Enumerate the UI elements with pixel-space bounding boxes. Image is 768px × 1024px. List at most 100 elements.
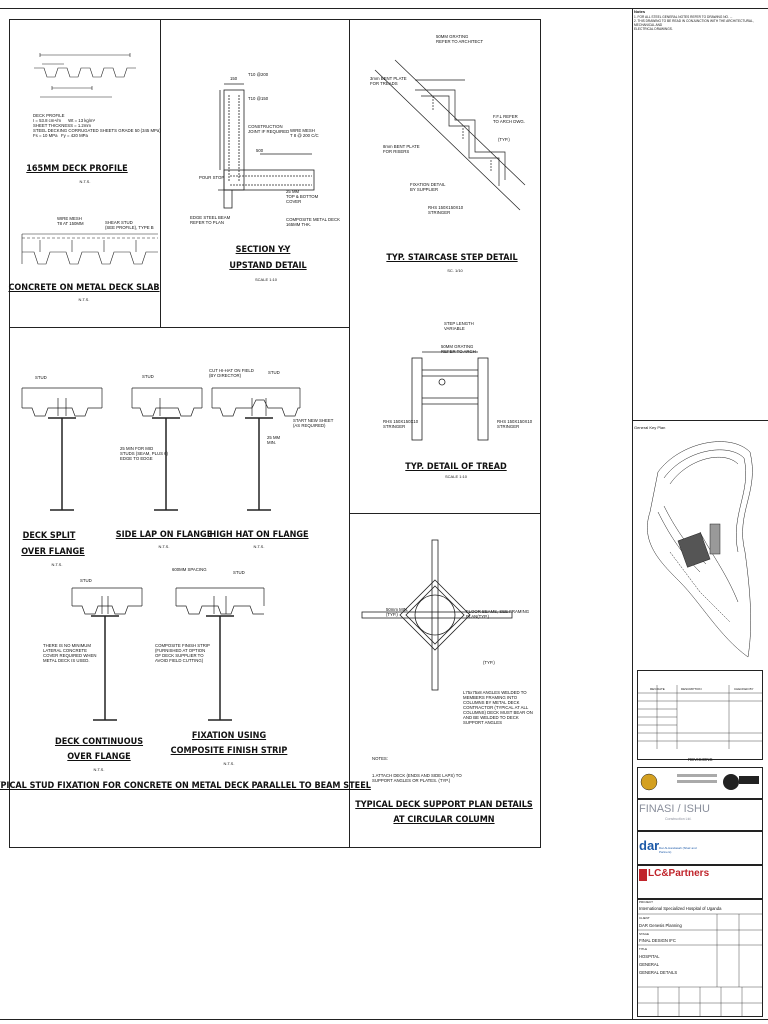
circular-column-drawing <box>361 539 513 691</box>
upstand-edge: EDGE STEEL BEAM REFER TO PLAN <box>190 215 231 225</box>
stage-value: FINAL DESIGN IFC <box>639 938 676 943</box>
side-lap-scale: N.T.S. <box>158 544 170 549</box>
project-name: International Specialized Hospital of Ug… <box>639 906 722 911</box>
logos-row-1 <box>637 767 763 799</box>
stair-rhs: RHS 150X150X10 STRINGER <box>428 205 464 215</box>
support-title-1: TYPICAL DECK SUPPORT PLAN DETAILS <box>355 800 533 810</box>
deck-profile-notes: DECK PROFILE I = 53.8 cm⁴/m Wt = 13 kg/m… <box>33 113 161 138</box>
stair-ffl: F.F.L REFER TO ARCH DWG. <box>493 114 525 124</box>
title-line-2: GENERAL <box>639 962 660 967</box>
notes-head: NOTES: <box>372 756 388 761</box>
tread-drawing <box>411 351 489 441</box>
upstand-500: 500 <box>256 148 264 153</box>
high-hat-title: HIGH HAT ON FLANGE <box>209 530 309 540</box>
deck-profile-scale: N.T.S. <box>79 179 91 184</box>
stud-label-5: STUD <box>233 570 245 575</box>
angles-label: L75x75x8 ANGLES WELDED TO MEMBERS FRAMIN… <box>463 690 533 725</box>
dar-box <box>637 831 763 865</box>
mid-studs-label: 25 MIN FOR MID STUDS (SEAM, PLUS 6) EDGE… <box>120 446 168 461</box>
staircase-scale: SC. 1/10 <box>447 268 463 273</box>
upstand-construction: CONSTRUCTION JOINT IF REQUIRED <box>248 124 290 134</box>
top-divider <box>9 327 350 328</box>
stair-fix: FIXATION DETAIL BY SUPPLIER <box>410 182 446 192</box>
start-new-label: START NEW SHEET (AS REQUIRED) <box>293 418 334 428</box>
project-block-grid <box>637 913 763 1017</box>
client-label: CLIENT <box>639 916 650 920</box>
deck-split-title-1: DECK SPLIT <box>22 531 76 541</box>
finasi-sub: Construction Ltd. <box>665 817 692 821</box>
stair-bent1: 3mm BENT PLATE FOR TREADS <box>370 76 407 86</box>
dar-sub: Dar Al-Handasah (Shair and Partners) <box>659 846 697 854</box>
upstand-150: 150 <box>230 76 238 81</box>
finasi-logo: FINASI / ISHU <box>639 803 710 815</box>
angle-typ-label: (TYP.) <box>483 660 495 665</box>
lc-logo: LC&Partners <box>648 868 710 879</box>
stair-grating: 50MM GRATING REFER TO ARCHITECT <box>436 34 484 44</box>
rev-header-3: CHECKED BY <box>734 687 754 691</box>
top-left-panel <box>9 19 161 328</box>
upstand-title: UPSTAND DETAIL <box>229 261 307 271</box>
support-title-2: AT CIRCULAR COLUMN <box>393 815 495 825</box>
spacing-label: 600MM SPACING <box>172 567 207 572</box>
right-divider <box>349 513 541 514</box>
deck-cont-scale: N.T.S. <box>93 767 105 772</box>
concrete-slab-scale: N.T.S. <box>78 297 90 302</box>
upstand-wire: WIRE MESH T 8 @ 200 C/C <box>290 128 319 138</box>
concrete-slab-title: CONCRETE ON METAL DECK SLAB <box>8 283 160 293</box>
title-label: TITLE <box>639 947 648 951</box>
side-lap-title: SIDE LAP ON FLANGE <box>115 530 213 540</box>
fixation-scale: N.T.S. <box>223 761 235 766</box>
staircase-drawing <box>374 59 526 211</box>
tread-rhs2: RHS 150X150X10 STRINGER <box>497 419 533 429</box>
upstand-t10a: T10 @200 <box>248 72 269 77</box>
stair-typ: (TYP.) <box>498 137 510 142</box>
general-notes: 1. FOR ALL STEEL GENERAL NOTES REFER TO … <box>634 15 754 31</box>
column-50-label: 50mm MIN. (TYP.) <box>386 607 409 617</box>
main-drawing-frame <box>9 19 541 848</box>
notes-body: 1.ATTACH DECK (ENDS AND SIDE LAPS) TO SU… <box>372 773 462 783</box>
upstand-drawing <box>218 83 315 209</box>
revisions-label: REVISIONS <box>688 757 713 762</box>
notes-heading: Notes <box>634 9 646 14</box>
tread-grating: 50MM GRATING REFER TO ARCH <box>441 344 476 354</box>
high-hat-scale: N.T.S. <box>253 544 265 549</box>
tread-rhs1: RHS 150X150X10 STRINGER <box>383 419 419 429</box>
title-block-border <box>632 8 768 1020</box>
dar-logo: dar <box>639 838 660 853</box>
title-line-3: GENERAL DETAILS <box>639 970 678 975</box>
upstand-pour: POUR STOP <box>199 175 225 180</box>
title-line-1: HOSPITAL <box>639 954 660 959</box>
cut-hat-label: CUT HI-HAT ON FIELD (BY DIRECTOR) <box>209 368 254 378</box>
stud-label-4: STUD <box>80 578 92 583</box>
logos-row-1-art <box>640 773 759 791</box>
upstand-cover: 25 MM TOP & BOTTOM COVER <box>286 189 319 204</box>
tread-title: TYP. DETAIL OF TREAD <box>405 462 507 472</box>
floor-beams-label: FLOOR BEAMS, SEE FRAMING PLAN(TYP.) <box>466 609 530 619</box>
stair-bent2: 8mm BENT PLATE FOR RISERS <box>383 144 420 154</box>
key-plan-label: General Key Plan <box>634 425 666 430</box>
tread-scale: SCALE 1:10 <box>444 474 468 479</box>
stud-label-2: STUD <box>142 374 154 379</box>
stud-fixation-drawings <box>21 387 301 511</box>
key-plan-top-line <box>632 420 768 421</box>
deck-cont-title-1: DECK CONTINUOUS <box>54 737 144 747</box>
revision-table <box>637 670 763 760</box>
fixation-title-2: COMPOSITE FINISH STRIP <box>170 746 288 756</box>
stage-label: STAGE <box>639 932 649 936</box>
deck-cont-title-2: OVER FLANGE <box>67 752 131 762</box>
typical-stud-title: TYPICAL STUD FIXATION FOR CONCRETE ON ME… <box>0 781 371 791</box>
sheet-top-border <box>0 8 768 9</box>
stud-label-1: STUD <box>35 375 47 380</box>
lc-logo-mark <box>639 869 647 881</box>
deck-profile-drawing <box>34 53 136 98</box>
site-key-plan <box>647 441 753 658</box>
sheet-bottom-border <box>0 1019 768 1020</box>
upstand-composite: COMPOSITE METAL DECK 165MM THK. <box>286 217 340 227</box>
project-label: PROJECT <box>639 900 654 904</box>
upstand-scale: SCALE 1:10 <box>254 277 278 282</box>
staircase-title: TYP. STAIRCASE STEP DETAIL <box>386 253 518 263</box>
section-yy-title: SECTION Y-Y <box>235 245 291 255</box>
stud-label-3: STUD <box>268 370 280 375</box>
composite-strip-label: COMPOSITE FINISH STRIP (FURNISHED AT OPT… <box>155 643 210 663</box>
min-25-label: 25 MM MIN. <box>267 435 281 445</box>
